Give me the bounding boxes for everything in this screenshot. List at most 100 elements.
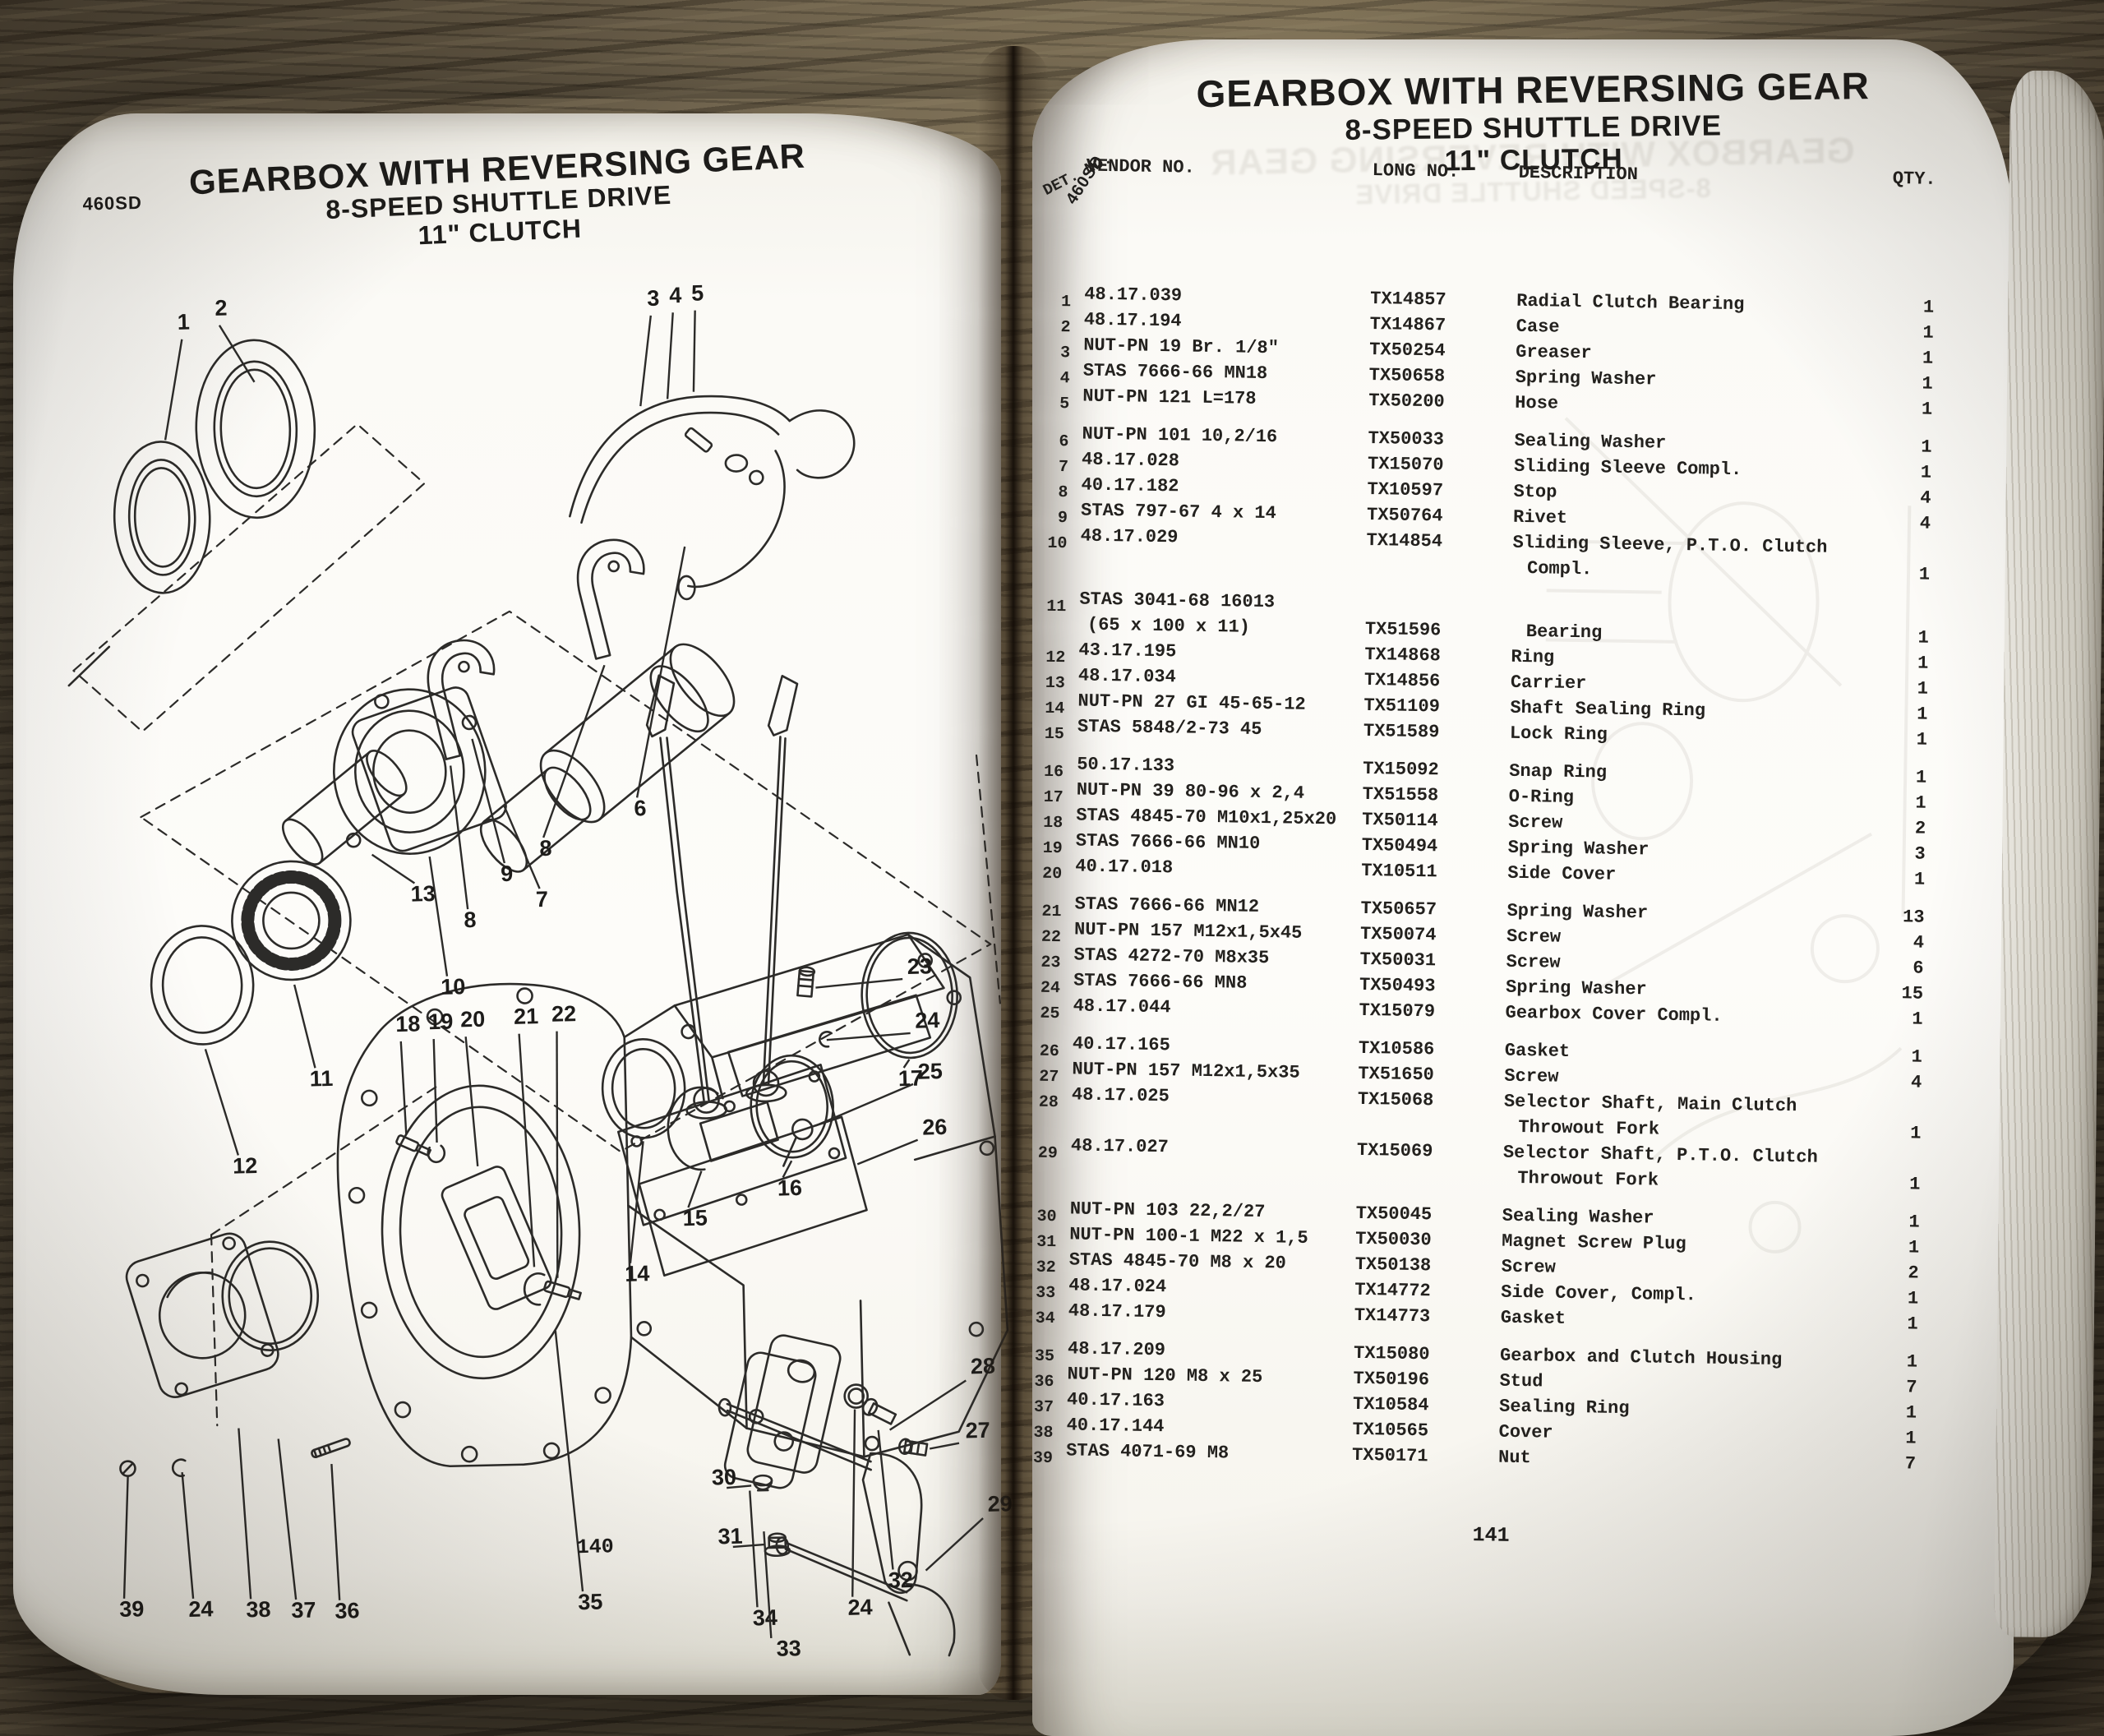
qty-cell: 1 xyxy=(1908,1212,1920,1233)
long-no-cell: TX50033 xyxy=(1368,427,1445,450)
vendor-no-cell: STAS 5848/2-73 45 xyxy=(1077,716,1262,740)
vendor-no-cell: (65 x 100 x 11) xyxy=(1087,614,1251,638)
callout-leader-line xyxy=(925,1517,984,1572)
callout-number: 17 xyxy=(898,1066,924,1092)
long-no-cell: TX10565 xyxy=(1352,1419,1429,1442)
description-cell: Carrier xyxy=(1510,672,1587,695)
vendor-no-cell: 40.17.144 xyxy=(1066,1415,1165,1438)
description-cell: Side Cover, Compl. xyxy=(1501,1281,1697,1306)
long-no-cell: TX14867 xyxy=(1369,313,1446,336)
parts-table: DET. NO. VENDOR NO. LONG NO. DESCRIPTION… xyxy=(1033,32,2015,1475)
description-cell: Rivet xyxy=(1512,506,1568,529)
vendor-no-cell: NUT-PN 39 80-96 x 2,4 xyxy=(1076,779,1305,804)
callout-leader-line xyxy=(330,1463,341,1600)
side-cover-and-plugs xyxy=(723,1334,897,1558)
qty-cell: 1 xyxy=(1917,678,1929,699)
description-cell: Gasket xyxy=(1500,1307,1566,1329)
vendor-no-cell: STAS 4272-70 M8x35 xyxy=(1073,944,1270,969)
description-cell: Sealing Washer xyxy=(1502,1205,1654,1229)
long-no-cell: TX14868 xyxy=(1364,644,1442,667)
description-cell: Snap Ring xyxy=(1509,760,1608,783)
long-no-cell: TX50045 xyxy=(1355,1203,1433,1226)
description-cell: Case xyxy=(1516,316,1560,338)
callout-number: 11 xyxy=(309,1066,333,1092)
long-no-cell: TX51589 xyxy=(1363,720,1440,743)
long-no-cell: TX50074 xyxy=(1359,923,1437,946)
qty-cell: 1 xyxy=(1917,627,1930,649)
model-code: 460SD xyxy=(82,192,143,215)
callout-number: 24 xyxy=(915,1008,940,1033)
description-cell: Selector Shaft, P.T.O. Clutch xyxy=(1502,1142,1818,1168)
qty-cell: 1 xyxy=(1918,564,1931,585)
description-cell: Screw xyxy=(1504,1065,1559,1087)
description-cell: Screw xyxy=(1501,1256,1556,1278)
vendor-no-cell: NUT-PN 27 GI 45-65-12 xyxy=(1077,690,1306,715)
long-no-cell: TX51558 xyxy=(1362,783,1439,806)
callout-leader-line xyxy=(727,1484,752,1489)
callout-leader-line xyxy=(164,339,183,441)
header-description: DESCRIPTION xyxy=(1518,162,1639,186)
qty-cell: 1 xyxy=(1921,399,1933,420)
long-no-cell: TX14773 xyxy=(1354,1304,1431,1327)
greaser-hose-assembly xyxy=(569,395,856,601)
shift-cover-and-levers xyxy=(617,674,868,1277)
callout-number: 38 xyxy=(246,1597,271,1623)
callout-leader-line xyxy=(763,1531,773,1639)
long-no-cell: TX50254 xyxy=(1369,339,1446,362)
long-no-cell: TX15069 xyxy=(1356,1139,1433,1162)
callout-leader-line xyxy=(449,765,469,910)
callout-number: 4 xyxy=(669,283,682,307)
qty-cell: 3 xyxy=(1914,843,1926,865)
callout-leader-line xyxy=(826,1032,911,1041)
vendor-no-cell: 50.17.133 xyxy=(1077,754,1175,777)
vendor-no-cell: 48.17.179 xyxy=(1068,1300,1166,1323)
long-no-cell: TX14857 xyxy=(1370,288,1446,311)
callout-number: 5 xyxy=(691,280,704,305)
qty-cell: 4 xyxy=(1910,1072,1922,1093)
callout-leader-line xyxy=(277,1438,298,1600)
callout-leader-line xyxy=(181,1472,195,1599)
long-no-cell: TX14854 xyxy=(1366,529,1443,552)
description-cell: Shaft Sealing Ring xyxy=(1510,697,1706,722)
left-page-number: 140 xyxy=(576,1535,615,1560)
callout-number: 15 xyxy=(682,1206,708,1231)
callout-leader-line xyxy=(856,1138,919,1166)
callout-number: 39 xyxy=(119,1596,145,1622)
left-page-title: GEARBOX WITH REVERSING GEAR 8-SPEED SHUT… xyxy=(110,133,886,265)
qty-cell: 1 xyxy=(1916,704,1928,725)
callout-number: 24 xyxy=(188,1596,214,1622)
long-no-cell: TX15068 xyxy=(1357,1088,1434,1111)
qty-cell: 6 xyxy=(1913,958,1924,979)
callout-leader-line xyxy=(635,546,686,798)
qty-cell: 7 xyxy=(1904,1453,1917,1475)
vendor-no-cell: 40.17.165 xyxy=(1072,1033,1170,1056)
long-no-cell: TX50493 xyxy=(1359,974,1436,997)
qty-cell: 1 xyxy=(1907,1288,1919,1309)
det-no-cell: 5 xyxy=(1059,395,1070,414)
callout-number: 23 xyxy=(907,953,933,979)
long-no-cell: TX50764 xyxy=(1366,504,1443,527)
description-cell: Screw xyxy=(1506,926,1562,948)
callout-number: 9 xyxy=(501,861,514,886)
callout-number: 34 xyxy=(752,1605,777,1631)
description-cell: Spring Washer xyxy=(1505,976,1647,1000)
det-no-cell xyxy=(1036,623,1066,624)
long-no-cell: TX50494 xyxy=(1361,834,1438,857)
description-cell: Side Cover xyxy=(1507,862,1617,885)
callout-leader-line xyxy=(238,1428,252,1600)
long-no-cell: TX51109 xyxy=(1363,695,1441,718)
qty-cell: 1 xyxy=(1922,322,1934,344)
det-no-cell: 20 xyxy=(1041,864,1063,884)
callout-leader-line xyxy=(554,1330,584,1592)
qty-cell: 2 xyxy=(1908,1263,1919,1284)
description-cell: Screw xyxy=(1508,811,1563,833)
vendor-no-cell: NUT-PN 157 M12x1,5x35 xyxy=(1072,1059,1300,1083)
long-no-cell: TX50200 xyxy=(1368,390,1445,413)
